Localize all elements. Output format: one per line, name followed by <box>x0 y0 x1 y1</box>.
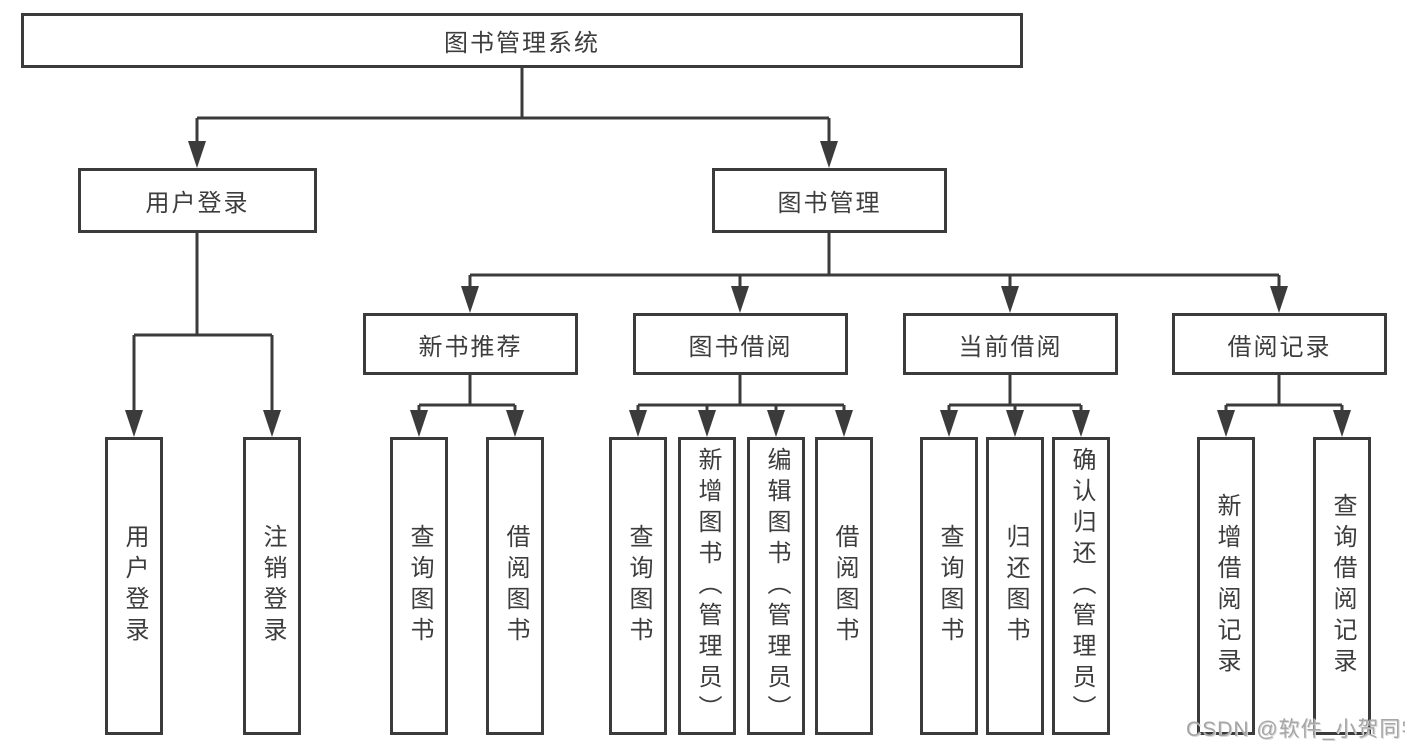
node-system-root: 图书管理系统 <box>21 13 1023 68</box>
leaf-label: 查询借阅记录 <box>1329 493 1356 679</box>
leaf-query-books-recommend: 查询图书 <box>390 437 448 735</box>
arrowhead-icon <box>1001 286 1019 313</box>
watermark-text: CSDN @软件_小贺同学 <box>1186 718 1405 741</box>
arrowhead-icon <box>263 410 281 437</box>
leaf-logout: 注销登录 <box>243 437 301 735</box>
node-label: 新书推荐 <box>418 333 523 361</box>
leaf-label: 借阅图书 <box>502 524 529 648</box>
arrowhead-icon <box>820 141 838 168</box>
arrowhead-icon <box>1217 410 1235 437</box>
arrowhead-icon <box>731 286 749 313</box>
node-label: 图书管理系统 <box>444 30 600 57</box>
leaf-borrow-books-recommend: 借阅图书 <box>486 437 544 735</box>
leaf-query-borrow-record: 查询借阅记录 <box>1313 437 1371 735</box>
node-current-borrowing: 当前借阅 <box>903 313 1118 375</box>
leaf-label: 归还图书 <box>1002 524 1029 648</box>
arrowhead-icon <box>410 410 428 437</box>
node-new-book-recommend: 新书推荐 <box>363 313 578 375</box>
arrowhead-icon <box>506 410 524 437</box>
leaf-label: 用户登录 <box>121 524 148 648</box>
leaf-confirm-return-admin: 确认归还（管理员） <box>1052 437 1110 735</box>
leaf-label: 查询图书 <box>406 524 433 648</box>
leaf-borrow-books-borrowing: 借阅图书 <box>815 437 873 735</box>
arrowhead-icon <box>1270 286 1288 313</box>
node-label: 借阅记录 <box>1227 333 1332 361</box>
node-book-borrowing: 图书借阅 <box>633 313 848 375</box>
leaf-label: 新增图书（管理员） <box>694 446 721 726</box>
leaf-query-books-borrowing: 查询图书 <box>609 437 667 735</box>
node-label: 图书管理 <box>777 190 882 217</box>
leaf-return-book: 归还图书 <box>986 437 1044 735</box>
leaf-add-book-admin: 新增图书（管理员） <box>678 437 736 735</box>
leaf-label: 借阅图书 <box>831 524 858 648</box>
arrowhead-icon <box>1072 410 1090 437</box>
leaf-add-borrow-record: 新增借阅记录 <box>1197 437 1255 735</box>
leaf-label: 确认归还（管理员） <box>1068 446 1095 726</box>
arrowhead-icon <box>188 141 206 168</box>
node-label: 图书借阅 <box>688 333 793 361</box>
leaf-user-login: 用户登录 <box>105 437 163 735</box>
leaf-query-books-current: 查询图书 <box>920 437 978 735</box>
leaf-label: 编辑图书（管理员） <box>763 446 790 726</box>
arrowhead-icon <box>125 410 143 437</box>
arrowhead-icon <box>1333 410 1351 437</box>
leaf-label: 查询图书 <box>936 524 963 648</box>
arrowhead-icon <box>1006 410 1024 437</box>
leaf-label: 查询图书 <box>625 524 652 648</box>
node-borrowing-records: 借阅记录 <box>1172 313 1387 375</box>
node-label: 用户登录 <box>145 190 250 217</box>
arrowhead-icon <box>767 410 785 437</box>
node-book-management: 图书管理 <box>712 168 947 233</box>
leaf-edit-book-admin: 编辑图书（管理员） <box>747 437 805 735</box>
arrowhead-icon <box>461 286 479 313</box>
node-label: 当前借阅 <box>958 333 1063 361</box>
arrowhead-icon <box>835 410 853 437</box>
node-user-login: 用户登录 <box>78 168 317 233</box>
arrowhead-icon <box>629 410 647 437</box>
leaf-label: 注销登录 <box>259 524 286 648</box>
leaf-label: 新增借阅记录 <box>1213 493 1240 679</box>
arrowhead-icon <box>698 410 716 437</box>
arrowhead-icon <box>940 410 958 437</box>
